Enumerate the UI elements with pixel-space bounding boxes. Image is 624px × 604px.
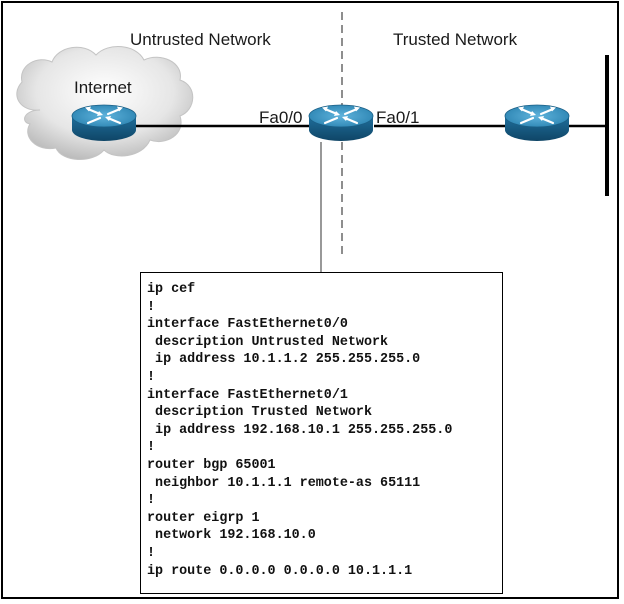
config-line: neighbor 10.1.1.1 remote-as 65111 [147,475,421,491]
config-line: ip address 10.1.1.2 255.255.255.0 [147,352,421,368]
config-line: network 192.168.10.0 [147,528,316,544]
config-line: description Trusted Network [147,405,372,421]
config-line: router bgp 65001 [147,457,276,473]
interface-fa0-0-label: Fa0/0 [259,108,303,127]
untrusted-network-label: Untrusted Network [130,30,271,49]
trusted-router-icon [503,103,571,143]
config-line: ip route 0.0.0.0 0.0.0.0 10.1.1.1 [147,563,413,579]
config-line: description Untrusted Network [147,334,389,350]
config-line: ! [147,545,156,561]
router-config-box: ip cef ! interface FastEthernet0/0 descr… [140,272,503,594]
interface-fa0-1-label: Fa0/1 [376,108,420,127]
config-line: ! [147,493,156,509]
edge-router-icon [307,103,375,143]
config-line: ! [147,440,156,456]
internet-cloud-icon [16,46,194,160]
internet-label: Internet [74,78,132,97]
trusted-network-label: Trusted Network [393,30,518,49]
config-line: ! [147,369,156,385]
config-line: ip address 192.168.10.1 255.255.255.0 [147,422,453,438]
config-line: interface FastEthernet0/1 [147,387,348,403]
config-line: ! [147,299,156,315]
internet-router-icon [70,103,138,143]
config-line: router eigrp 1 [147,510,260,526]
config-line: interface FastEthernet0/0 [147,317,348,333]
config-line: ip cef [147,282,196,297]
